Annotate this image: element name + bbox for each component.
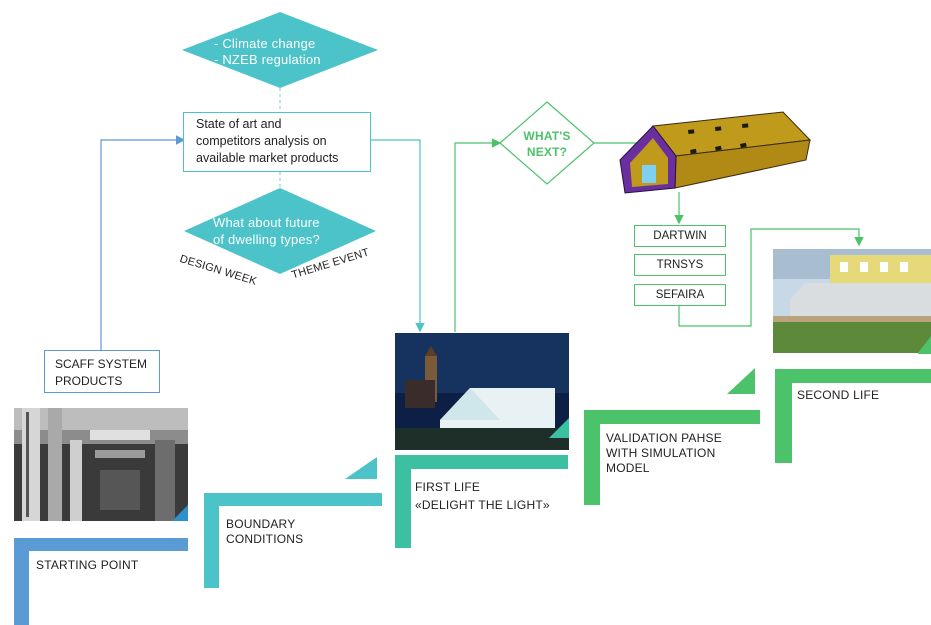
stage-starting-point-bracket xyxy=(14,538,188,625)
connector-scaff-to-analysis xyxy=(100,135,186,350)
stage-second-life-bracket xyxy=(775,369,931,463)
connector-tools-to-second-life xyxy=(678,228,864,327)
connector-first-life-to-whats-next xyxy=(454,138,502,332)
starting-point-label: STARTING POINT xyxy=(36,558,139,572)
whats-next-text: WHAT'S NEXT? xyxy=(523,129,571,159)
climate-diamond-text: - Climate change - NZEB regulation xyxy=(214,36,321,67)
tool-trnsys: TRNSYS xyxy=(634,254,726,276)
boundary-conditions-label: BOUNDARY CONDITIONS xyxy=(226,517,304,546)
first-life-photo xyxy=(395,333,569,450)
scaffolding-photo xyxy=(14,408,188,521)
whats-next-diamond xyxy=(499,101,595,185)
stage-validation-bracket xyxy=(584,410,760,505)
tool-sefaira: SEFAIRA xyxy=(634,284,726,306)
scaff-system-box: SCAFF SYSTEM PRODUCTS xyxy=(44,350,160,393)
stage-first-life-bracket xyxy=(395,455,568,548)
first-life-label: FIRST LIFE «DELIGHT THE LIGHT» xyxy=(415,480,550,512)
second-life-label: SECOND LIFE xyxy=(797,388,880,402)
stage-boundary-bracket xyxy=(204,493,382,588)
stage-validation-triangle xyxy=(727,368,755,394)
analysis-box: State of art and competitors analysis on… xyxy=(183,112,371,172)
second-life-photo xyxy=(773,249,931,353)
connector-analysis-to-first-life xyxy=(371,139,425,333)
future-diamond xyxy=(184,188,376,274)
stage-boundary-triangle xyxy=(345,457,377,479)
validation-phase-label: VALIDATION PAHSE WITH SIMULATION MODEL xyxy=(606,431,722,475)
future-diamond-text: What about future of dwelling types? xyxy=(213,215,320,247)
climate-diamond xyxy=(182,12,378,88)
house-icon xyxy=(619,111,812,194)
tool-dartwin: DARTWIN xyxy=(634,225,726,247)
